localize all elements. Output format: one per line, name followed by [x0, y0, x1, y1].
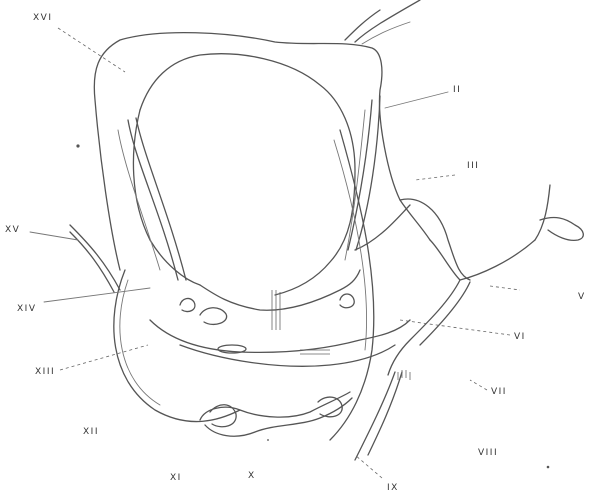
ix-vessel-1: [355, 372, 395, 460]
big-arc-right: [330, 130, 374, 440]
label-vi: VI: [514, 333, 526, 342]
label-viii: VIII: [478, 449, 498, 458]
big-arc-right-inner: [334, 140, 367, 350]
top-branch-3: [362, 22, 410, 44]
right-network-d: [540, 218, 583, 241]
bottom-loop: [200, 392, 350, 420]
ix-vessel-2: [368, 372, 402, 455]
bottom-bulge-left: [210, 405, 236, 427]
label-v: V: [578, 293, 586, 302]
leader-v: [490, 286, 520, 290]
right-network-a: [400, 199, 470, 280]
right-network-f: [420, 282, 470, 345]
dot-3: [267, 439, 269, 441]
xv-vessel-b: [70, 232, 114, 292]
leader-iii: [415, 175, 455, 180]
leader-vii: [470, 380, 487, 390]
left-vessel-1: [128, 120, 178, 280]
dot-2: [547, 466, 550, 469]
label-vii: VII: [491, 388, 507, 397]
label-ix: IX: [387, 484, 399, 493]
right-network-b: [430, 240, 535, 280]
inner-left-wall: [133, 110, 200, 285]
label-xiv: XIV: [17, 305, 36, 314]
label-xi: XI: [170, 474, 182, 483]
small-loop-mid: [200, 308, 227, 325]
small-loop-left: [180, 298, 195, 311]
leader-xvi: [58, 28, 125, 72]
dot-1: [76, 144, 79, 147]
right-network-c: [535, 185, 550, 240]
label-xvi: XVI: [33, 14, 52, 23]
label-xv: XV: [5, 226, 20, 235]
leader-xiii: [60, 345, 148, 370]
label-xiii: XIII: [35, 368, 55, 377]
label-iii: III: [467, 162, 479, 171]
big-arc-inner: [120, 280, 160, 405]
lower-chamber-floor: [180, 345, 395, 366]
leader-ii: [385, 92, 448, 108]
big-arc-outer: [114, 270, 240, 422]
right-network-g: [355, 205, 410, 250]
label-x: X: [248, 472, 256, 481]
small-loop-right: [340, 294, 354, 308]
leader-ix: [355, 455, 382, 478]
label-xii: XII: [83, 428, 99, 437]
leader-xiv: [44, 288, 150, 302]
left-vessel-3: [118, 130, 160, 270]
label-ii: II: [453, 86, 461, 95]
right-vessel-2: [356, 96, 380, 250]
